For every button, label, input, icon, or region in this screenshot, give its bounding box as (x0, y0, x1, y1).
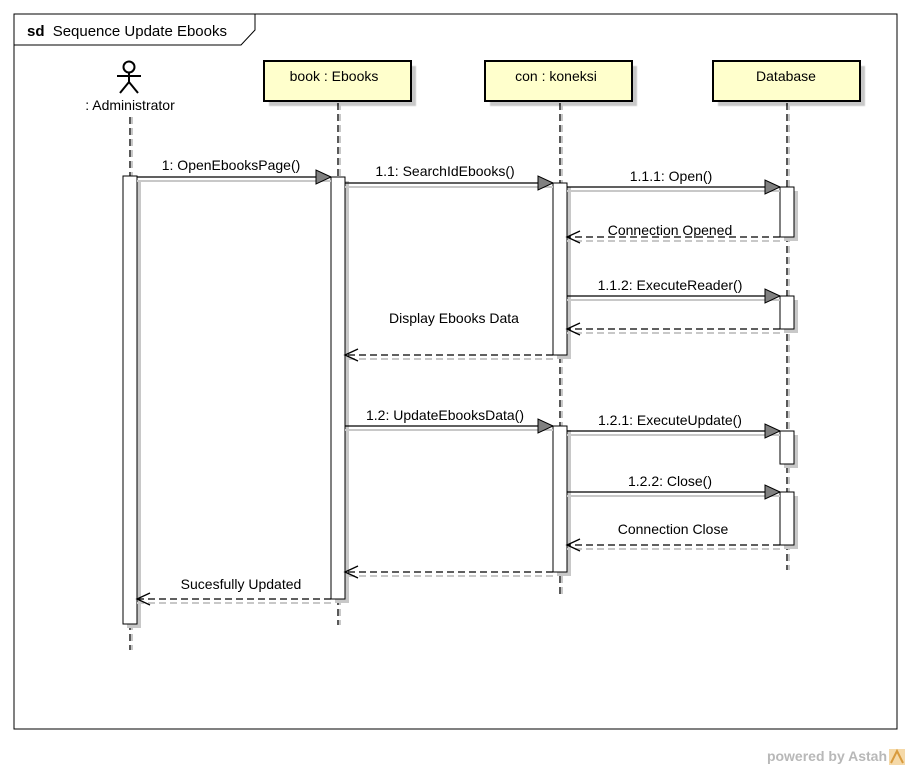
message-label: 1.1.2: ExecuteReader() (598, 277, 743, 293)
lifeline-label-book: book : Ebooks (290, 68, 379, 84)
astah-watermark: powered by Astah (767, 748, 905, 765)
return-arrowhead-icon (565, 538, 581, 552)
message-execute-reader-return (565, 322, 780, 336)
lifeline-head-con-koneksi: con : koneksi (484, 60, 637, 106)
return-arrowhead-icon (565, 230, 581, 244)
return-arrowhead-icon (343, 348, 359, 362)
frame-border (13, 13, 898, 730)
message-open-ebooks-page: 1: OpenEbooksPage() (137, 157, 333, 185)
stick-figure-icon (117, 60, 141, 94)
message-execute-reader: 1.1.2: ExecuteReader() (567, 277, 782, 304)
message-label: Display Ebooks Data (389, 310, 519, 326)
sync-arrowhead-icon (537, 175, 555, 191)
actor-label: : Administrator (85, 97, 175, 113)
message-sucesfully-updated: Sucesfully Updated (135, 576, 331, 606)
activation-bar-administrator (122, 175, 141, 628)
message-close: 1.2.2: Close() (567, 473, 782, 500)
sync-arrowhead-icon (764, 288, 782, 304)
return-arrowhead-icon (565, 322, 581, 336)
return-arrowhead-icon (343, 565, 359, 579)
sync-arrowhead-icon (764, 484, 782, 500)
sync-arrowhead-icon (764, 179, 782, 195)
sync-arrowhead-icon (315, 169, 333, 185)
message-label: Connection Opened (608, 222, 733, 238)
lifeline-label-con: con : koneksi (515, 68, 597, 84)
activation-bar-db-2 (779, 295, 798, 333)
actor-administrator: : Administrator (85, 60, 175, 113)
message-label: Sucesfully Updated (181, 576, 302, 592)
activation-bar-db-1 (779, 186, 798, 241)
sync-arrowhead-icon (764, 423, 782, 439)
return-arrowhead-icon (135, 592, 151, 606)
message-connection-close: Connection Close (565, 521, 780, 552)
lifeline-head-book-ebooks: book : Ebooks (263, 60, 416, 106)
lifeline-label-database: Database (756, 68, 816, 84)
message-update-ebooks-data: 1.2: UpdateEbooksData() (345, 407, 555, 434)
frame-tab (13, 13, 256, 46)
activation-bar-con-1 (552, 182, 571, 359)
watermark-text: powered by Astah (767, 748, 887, 764)
message-label: 1.2: UpdateEbooksData() (366, 407, 524, 423)
activation-bar-db-3 (779, 430, 798, 468)
message-execute-update: 1.2.1: ExecuteUpdate() (567, 412, 782, 439)
frame-name: Sequence Update Ebooks (53, 23, 227, 40)
message-label: 1.1: SearchIdEbooks() (375, 163, 514, 179)
message-label: 1.1.1: Open() (630, 168, 713, 184)
message-search-id-ebooks: 1.1: SearchIdEbooks() (345, 163, 555, 191)
activation-bar-book (330, 176, 349, 603)
message-label: 1.2.1: ExecuteUpdate() (598, 412, 742, 428)
message-label: Connection Close (618, 521, 729, 537)
activation-bar-con-2 (552, 425, 571, 576)
message-display-ebooks-data: Display Ebooks Data (343, 310, 553, 362)
frame-title: sd Sequence Update Ebooks (27, 23, 227, 40)
message-label: 1: OpenEbooksPage() (162, 157, 301, 173)
lifeline-head-database: Database (712, 60, 865, 106)
frame-keyword: sd (27, 23, 45, 40)
message-con-return (343, 565, 553, 579)
sync-arrowhead-icon (537, 418, 555, 434)
astah-logo-icon (889, 748, 905, 765)
activation-bars (122, 175, 798, 628)
activation-bar-db-4 (779, 491, 798, 549)
message-label: 1.2.2: Close() (628, 473, 712, 489)
message-connection-opened: Connection Opened (565, 222, 780, 244)
message-open: 1.1.1: Open() (567, 168, 782, 195)
